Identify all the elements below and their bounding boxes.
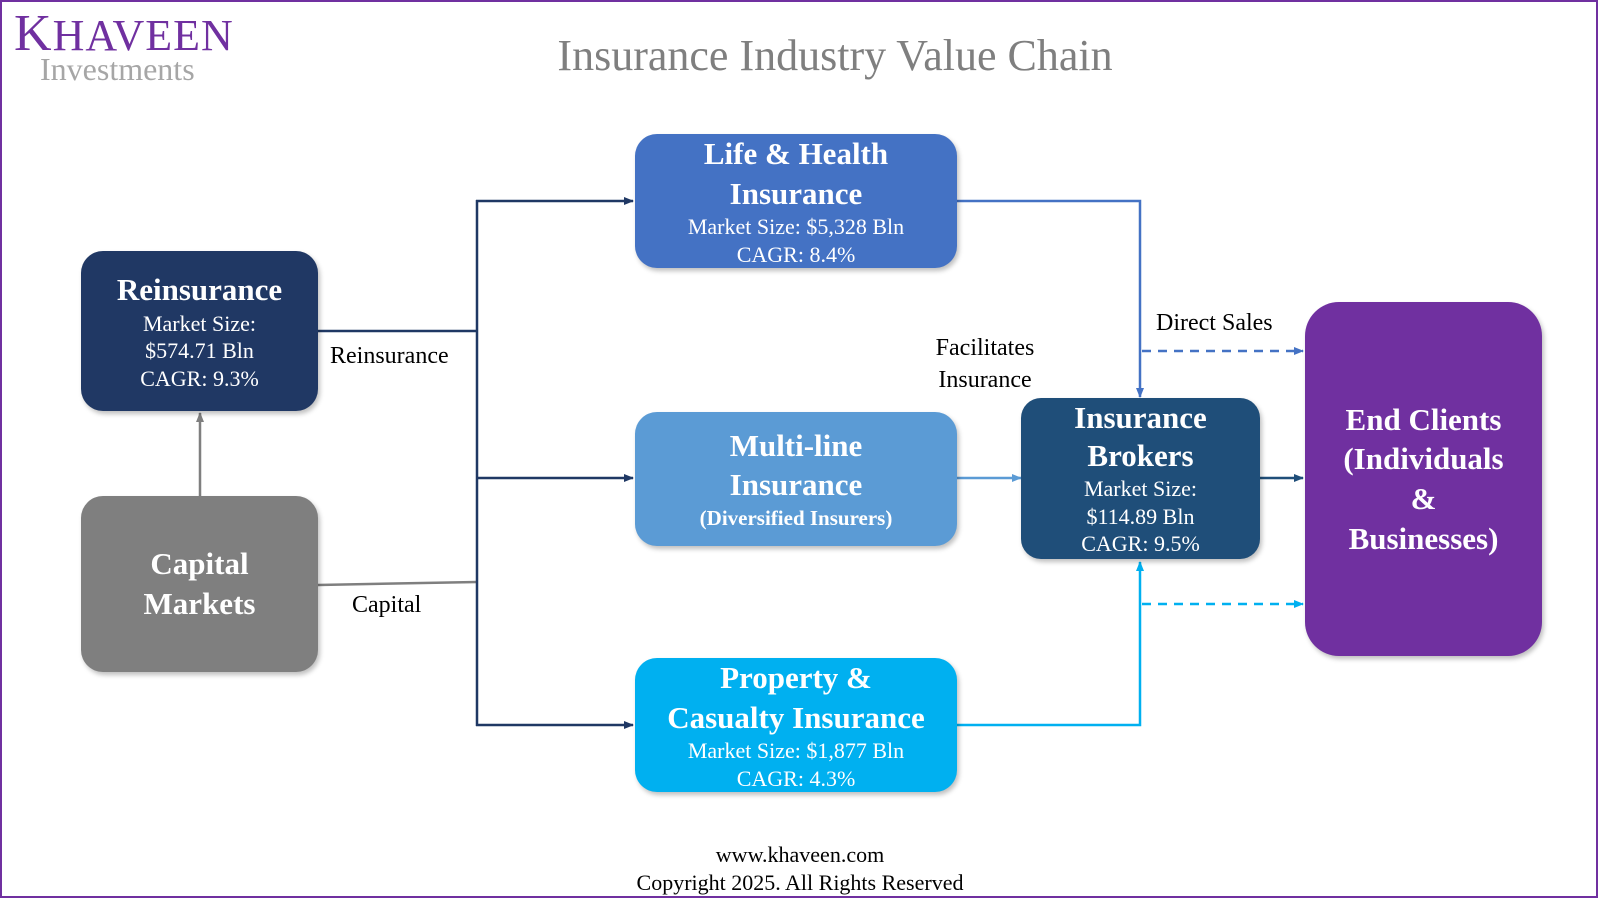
- multiline-subtitle: (Diversified Insurers): [699, 506, 893, 531]
- node-property-casualty-insurance: Property & Casualty Insurance Market Siz…: [635, 658, 957, 792]
- node-life-health-insurance: Life & Health Insurance Market Size: $5,…: [635, 134, 957, 268]
- multiline-title-2: Insurance: [729, 467, 863, 503]
- footer-url: www.khaveen.com: [715, 842, 885, 867]
- khaveen-logo: KHAVEEN: [14, 5, 234, 62]
- reinsurance-title: Reinsurance: [116, 271, 283, 307]
- property-casualty-market-size: Market Size: $1,877 Bln: [687, 738, 905, 764]
- footer-copyright: Copyright 2025. All Rights Reserved: [636, 870, 964, 895]
- reinsurance-market-size-label: Market Size:: [142, 310, 257, 336]
- edge-label-capital: Capital: [352, 592, 422, 618]
- brokers-market-size: $114.89 Bln: [1086, 503, 1195, 529]
- brokers-cagr: CAGR: 9.5%: [1081, 531, 1200, 557]
- logo-subtitle: Investments: [40, 51, 195, 87]
- multiline-title-1: Multi-line: [729, 427, 863, 463]
- property-casualty-cagr: CAGR: 4.3%: [736, 765, 856, 791]
- node-multiline-insurance: Multi-line Insurance (Diversified Insure…: [635, 412, 957, 546]
- end-clients-title-3: &: [1410, 481, 1437, 516]
- end-clients-title-2: (Individuals: [1343, 441, 1504, 477]
- reinsurance-market-size: $574.71 Bln: [145, 338, 254, 364]
- property-casualty-title-2: Casualty Insurance: [667, 699, 925, 735]
- brokers-title-1: Insurance: [1074, 400, 1207, 436]
- edge-label-facilitates-1: Facilitates: [935, 335, 1035, 361]
- edge-label-facilitates-2: Insurance: [938, 367, 1032, 393]
- capital-markets-title-2: Markets: [143, 586, 256, 621]
- page-title: Insurance Industry Value Chain: [557, 31, 1113, 80]
- node-insurance-brokers: Insurance Brokers Market Size: $114.89 B…: [1021, 398, 1260, 559]
- life-health-title-2: Insurance: [729, 175, 863, 211]
- capital-markets-title-1: Capital: [150, 546, 249, 582]
- brokers-title-2: Brokers: [1087, 438, 1194, 474]
- property-casualty-title-1: Property &: [720, 659, 872, 695]
- life-health-market-size: Market Size: $5,328 Bln: [687, 214, 905, 240]
- end-clients-title-1: End Clients: [1345, 401, 1502, 437]
- node-capital-markets: Capital Markets: [81, 496, 318, 672]
- arrow-life-health-to-brokers: [957, 199, 1144, 398]
- life-health-cagr: CAGR: 8.4%: [736, 241, 856, 267]
- line-capital-feed: [317, 580, 478, 587]
- node-end-clients: End Clients (Individuals & Businesses): [1305, 302, 1542, 656]
- end-clients-title-4: Businesses): [1348, 520, 1499, 556]
- edge-label-direct-sales: Direct Sales: [1156, 310, 1273, 336]
- reinsurance-cagr: CAGR: 9.3%: [140, 365, 259, 391]
- arrow-property-casualty-to-brokers: [957, 561, 1144, 727]
- brokers-market-size-label: Market Size:: [1083, 476, 1198, 502]
- life-health-title-1: Life & Health: [703, 135, 889, 171]
- node-reinsurance: Reinsurance Market Size: $574.71 Bln CAG…: [81, 251, 318, 411]
- edge-label-reinsurance: Reinsurance: [330, 343, 449, 369]
